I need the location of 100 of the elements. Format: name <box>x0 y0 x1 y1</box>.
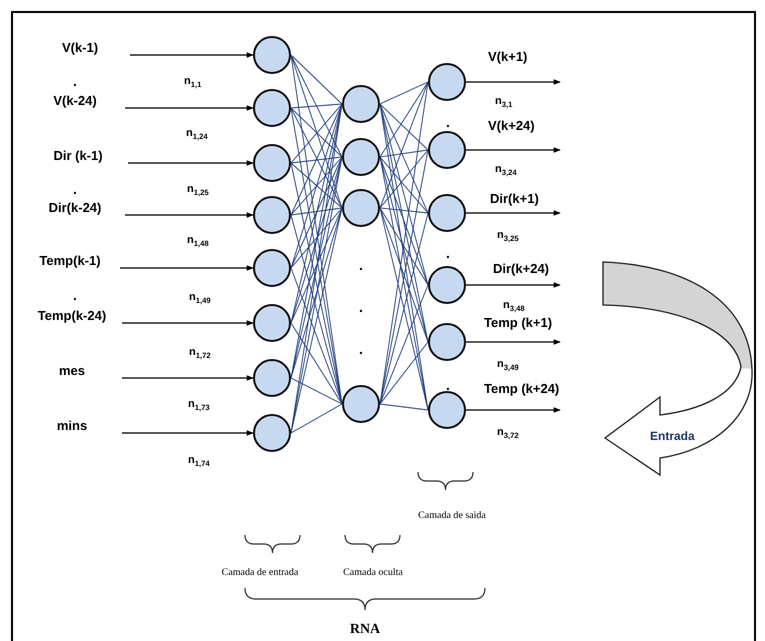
arrow <box>122 375 254 381</box>
output-variable-label: Dir(k+1) <box>490 191 539 206</box>
neuron-circle <box>428 266 466 304</box>
neuron-id-label: n$_{3,72}$ <box>497 426 519 440</box>
edge-label: n$_{1,49}$ <box>189 291 211 306</box>
input-variable-label: Dir(k-24) <box>25 198 125 218</box>
neuron-id-label: n$_{3,1}$ <box>495 95 512 110</box>
connection-line <box>380 208 428 342</box>
arrow <box>466 339 561 345</box>
connection-line <box>380 208 428 286</box>
arrow-label: Entrada <box>650 429 695 443</box>
arrow <box>125 105 254 111</box>
neuron-circle <box>428 63 466 101</box>
layer-label: Camada de saida <box>418 510 486 521</box>
connection-line <box>380 156 428 286</box>
connection-line <box>290 156 342 164</box>
output-variable-label: Temp (k+24) <box>484 381 560 396</box>
neuron-id-label: n$_{3,48}$ <box>503 299 525 314</box>
arrow <box>466 147 561 153</box>
input-variable-label: mins <box>22 416 122 436</box>
connection-line <box>380 150 428 158</box>
connection-line <box>290 208 342 268</box>
neuron-circle <box>253 359 291 397</box>
connection-line <box>380 104 428 214</box>
connection-line <box>290 268 342 404</box>
connection-line <box>380 284 428 404</box>
neuron-circle <box>342 385 380 423</box>
arrow <box>122 430 254 436</box>
arrow <box>466 282 561 288</box>
network-title: RNA <box>350 622 380 638</box>
ellipsis-dot: . <box>73 74 77 88</box>
input-variable-label: Temp(k-1) <box>20 251 120 271</box>
neuron-id-label: n$_{3,49}$ <box>497 358 519 372</box>
neuron-id-label: n$_{3,24}$ <box>495 163 517 178</box>
neuron-circle <box>342 85 380 123</box>
connection-line <box>380 156 428 342</box>
neuron-circle <box>253 414 291 452</box>
connection-line <box>380 150 428 208</box>
output-variable-label: V(k+24) <box>488 118 535 133</box>
arrow <box>130 52 254 58</box>
connection-line <box>290 54 342 208</box>
edge-label: n$_{1,1}$ <box>184 75 202 90</box>
ellipsis-dot: . <box>359 342 363 356</box>
connection-line <box>290 208 342 216</box>
connection-line <box>290 404 342 434</box>
connection-line <box>380 208 428 214</box>
connection-line <box>380 404 428 410</box>
neuron-circle <box>253 144 291 182</box>
neuron-circle <box>253 249 291 287</box>
neuron-circle <box>253 196 291 234</box>
layer-label: Camada oculta <box>343 567 403 578</box>
arrow <box>466 210 561 216</box>
connection-line <box>290 104 342 164</box>
edge-label: n$_{1,72}$ <box>189 346 211 360</box>
input-variable-label: Dir (k-1) <box>28 146 128 166</box>
neuron-circle <box>253 36 291 74</box>
neuron-circle <box>253 304 291 342</box>
connection-line <box>380 82 428 104</box>
edge-label: n$_{1,24}$ <box>186 127 208 142</box>
neuron-circle <box>428 323 466 361</box>
connection-line <box>380 82 428 208</box>
arrow <box>120 265 254 271</box>
ellipsis-dot: . <box>73 182 77 196</box>
layer-label: Camada de entrada <box>222 567 298 578</box>
input-variable-label: V(k-1) <box>30 38 130 58</box>
arrow <box>466 79 561 85</box>
ellipsis-dot: . <box>359 258 363 272</box>
connection-line <box>290 156 342 216</box>
output-variable-label: Temp (k+1) <box>484 315 552 330</box>
arrow <box>128 160 254 166</box>
output-variable-label: V(k+1) <box>488 49 528 64</box>
neuron-circle <box>342 189 380 227</box>
connection-line <box>380 342 428 404</box>
connection-line <box>290 156 342 268</box>
connection-line <box>380 156 428 214</box>
input-variable-label: Temp(k-24) <box>22 306 122 326</box>
edge-label: n$_{1,73}$ <box>188 398 210 412</box>
arrow <box>122 320 254 326</box>
input-variable-label: mes <box>22 361 122 381</box>
neuron-circle <box>342 138 380 176</box>
neuron-circle <box>428 391 466 429</box>
connection-line <box>290 104 342 108</box>
arrow <box>466 407 561 413</box>
edge-label: n$_{1,48}$ <box>187 234 209 248</box>
neuron-circle <box>428 131 466 169</box>
ellipsis-dot: . <box>446 246 450 260</box>
connection-line <box>290 208 342 324</box>
output-variable-label: Dir(k+24) <box>493 261 549 276</box>
arrow <box>125 212 254 218</box>
ellipsis-dot: . <box>446 378 450 392</box>
ellipsis-dot: . <box>446 115 450 129</box>
connection-line <box>290 378 342 404</box>
edge-label: n$_{1,25}$ <box>187 183 209 198</box>
input-variable-label: V(k-24) <box>25 91 125 111</box>
neuron-id-label: n$_{3,25}$ <box>497 229 519 244</box>
connection-line <box>290 322 342 404</box>
neuron-circle <box>428 194 466 232</box>
ellipsis-dot: . <box>359 300 363 314</box>
connection-line <box>290 108 342 158</box>
connection-line <box>290 54 342 104</box>
